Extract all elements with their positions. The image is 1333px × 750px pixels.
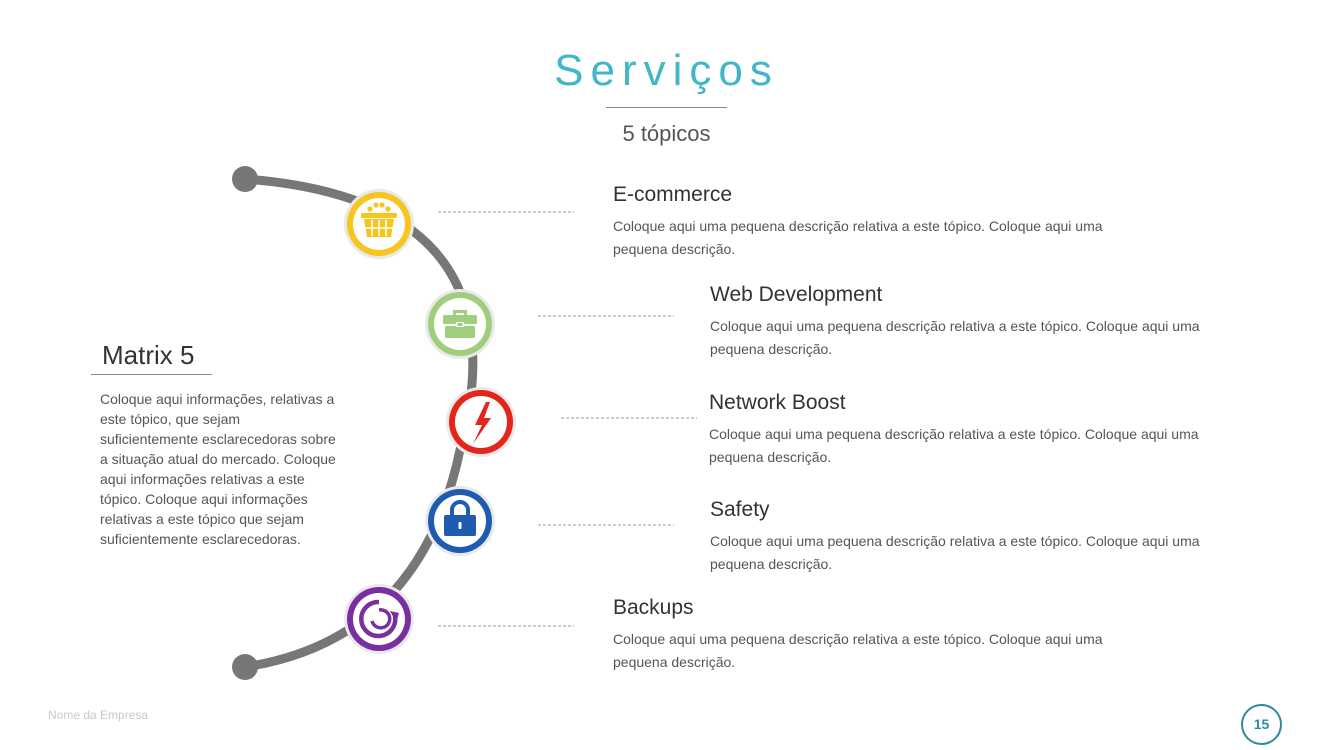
topic-description: Coloque aqui uma pequena descrição relat…: [613, 218, 1103, 257]
topic-title: E-commerce: [613, 183, 733, 206]
topic-description: Coloque aqui uma pequena descrição relat…: [710, 533, 1200, 572]
side-panel-text: Coloque aqui informações, relativas a es…: [100, 391, 336, 547]
arc-end-dot: [232, 654, 258, 680]
refresh-icon: [343, 583, 415, 655]
side-panel-title: Matrix 5: [102, 340, 195, 370]
topic-safety: Safety Coloque aqui uma pequena descriçã…: [710, 498, 1255, 576]
topic-description: Coloque aqui uma pequena descrição relat…: [709, 426, 1199, 465]
footer-company-name: Nome da Empresa: [48, 708, 149, 722]
title-divider: [606, 107, 727, 108]
page-subtitle: 5 tópicos: [622, 121, 711, 146]
basket-icon: [343, 188, 415, 260]
page-title: Serviços: [554, 46, 779, 95]
topic-description: Coloque aqui uma pequena descrição relat…: [613, 631, 1103, 670]
topic-title: Backups: [613, 596, 694, 619]
topic-backups: Backups Coloque aqui uma pequena descriç…: [613, 596, 1158, 674]
topic-title: Network Boost: [709, 391, 846, 414]
topic-ecommerce: E-commerce Coloque aqui uma pequena desc…: [613, 183, 1158, 261]
lock-icon: [424, 485, 496, 557]
topic-title: Safety: [710, 498, 770, 521]
topic-network-boost: Network Boost Coloque aqui uma pequena d…: [709, 391, 1254, 469]
topic-title: Web Development: [710, 283, 883, 306]
briefcase-icon: [424, 288, 496, 360]
page-number-badge: 15: [1241, 704, 1282, 745]
topic-web-development: Web Development Coloque aqui uma pequena…: [710, 283, 1255, 361]
side-panel-divider: [91, 374, 212, 375]
arc-start-dot: [232, 166, 258, 192]
lightning-icon: [445, 386, 517, 458]
topic-description: Coloque aqui uma pequena descrição relat…: [710, 318, 1200, 357]
